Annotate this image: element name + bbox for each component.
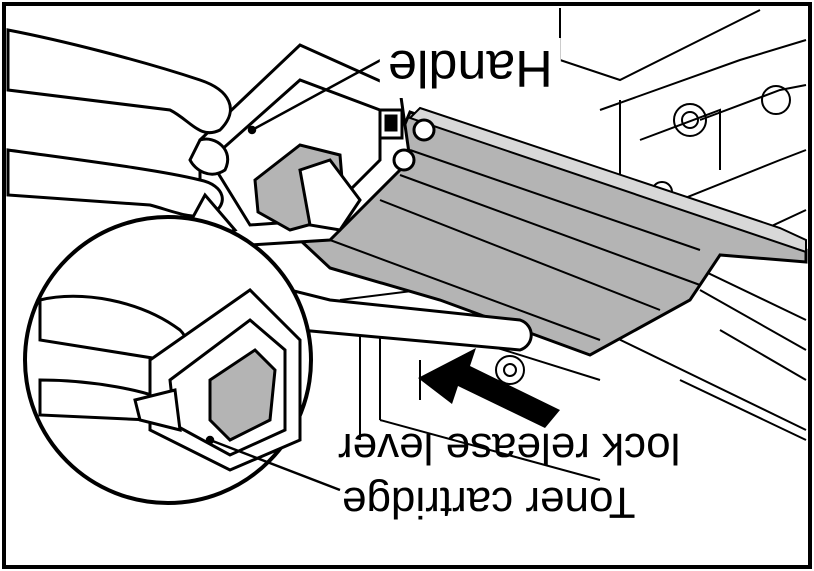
toner-cartridge-label: Toner cartridge	[342, 478, 636, 527]
toner-cartridge-body	[297, 106, 808, 357]
leader-lines	[205, 53, 391, 492]
zoom-inset	[23, 192, 313, 505]
handle-label: Handle	[380, 38, 561, 98]
cartridge-handle-end	[198, 43, 436, 247]
lever-arrow	[418, 348, 560, 428]
lock-release-lever-label: lock release lever	[338, 424, 681, 473]
